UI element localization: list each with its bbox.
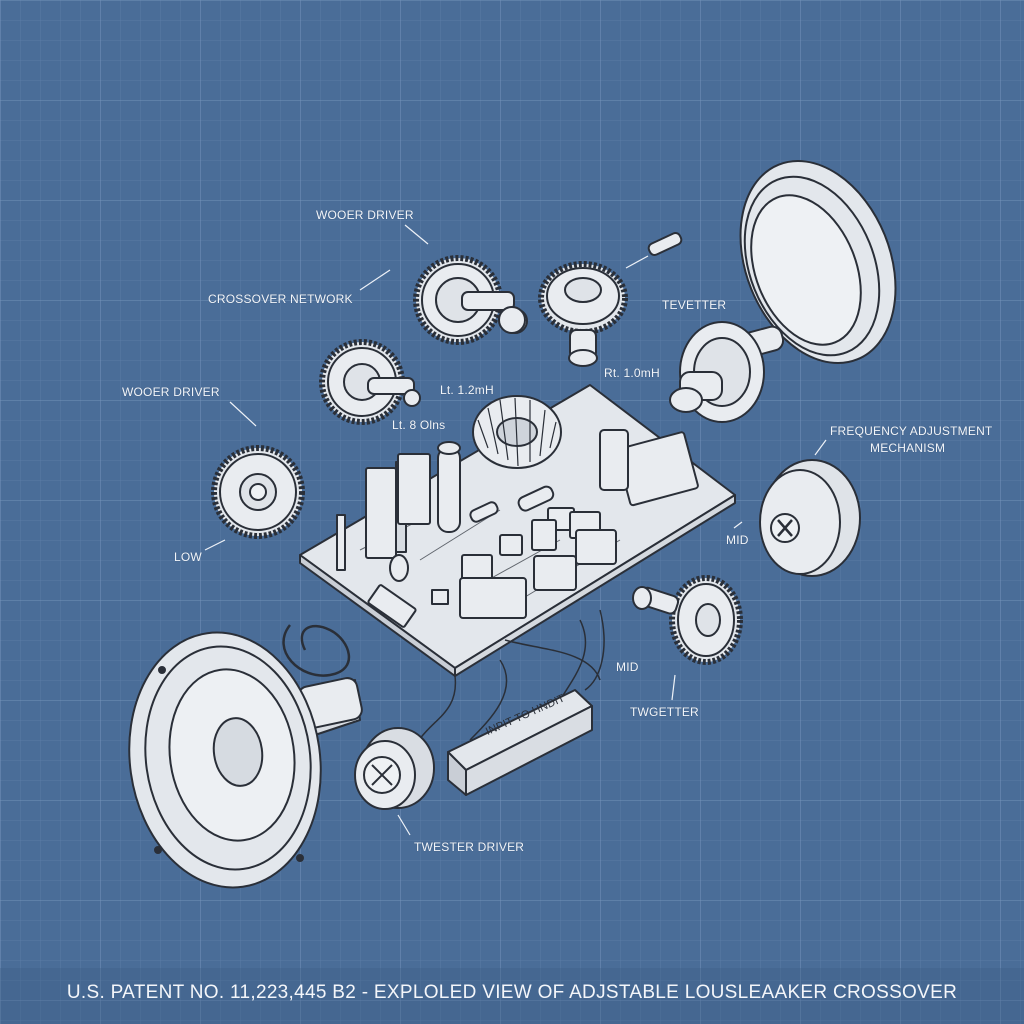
wire-loop	[282, 624, 350, 677]
woofer-speaker-large	[128, 631, 363, 889]
woofer-speaker-top-right	[739, 159, 897, 365]
tweeter-driver-small	[354, 727, 435, 810]
label-mid-right: MID	[726, 533, 749, 547]
label-crossover-network: CROSSOVER NETWORK	[208, 292, 353, 306]
gear-pinion-top	[538, 261, 628, 367]
resistor-small	[647, 232, 683, 256]
frequency-adjustment-knob	[759, 459, 861, 577]
label-woofer-driver-top: WOOER DRIVER	[316, 208, 414, 222]
gear-left	[211, 445, 305, 539]
label-inductor-value: Lt. 1.2mH	[440, 383, 494, 397]
capacitor-tall	[365, 467, 397, 559]
label-frequency-adjustment-line1: FREQUENCY ADJUSTMENT	[830, 424, 993, 438]
label-frequency-adjustment-line2: MECHANISM	[870, 441, 946, 455]
label-tweeter-driver: TWESTER DRIVER	[414, 840, 525, 854]
label-r-value: Rt. 1.0mH	[604, 366, 660, 380]
label-mid-lower: MID	[616, 660, 639, 674]
label-woofer-driver-left: WOOER DRIVER	[122, 385, 220, 399]
wire-harness	[409, 609, 605, 761]
label-resistance-value: Lt. 8 Olns	[392, 418, 446, 432]
caption-band	[0, 968, 1024, 1024]
gear-lower-right	[632, 575, 743, 665]
leader-lines	[204, 224, 827, 836]
input-terminal-block	[447, 689, 593, 796]
patent-caption: U.S. PATENT NO. 11,223,445 B2 - EXPLOLED…	[66, 982, 958, 1003]
gear-top	[413, 255, 528, 345]
label-tweeter-lower: TWGETTER	[630, 705, 699, 719]
label-tweeter-top: TEVETTER	[662, 298, 727, 312]
tweeter-housing	[669, 321, 785, 423]
crossover-pcb	[299, 384, 736, 677]
gear-middle	[319, 339, 421, 425]
label-low: LOW	[174, 550, 202, 564]
